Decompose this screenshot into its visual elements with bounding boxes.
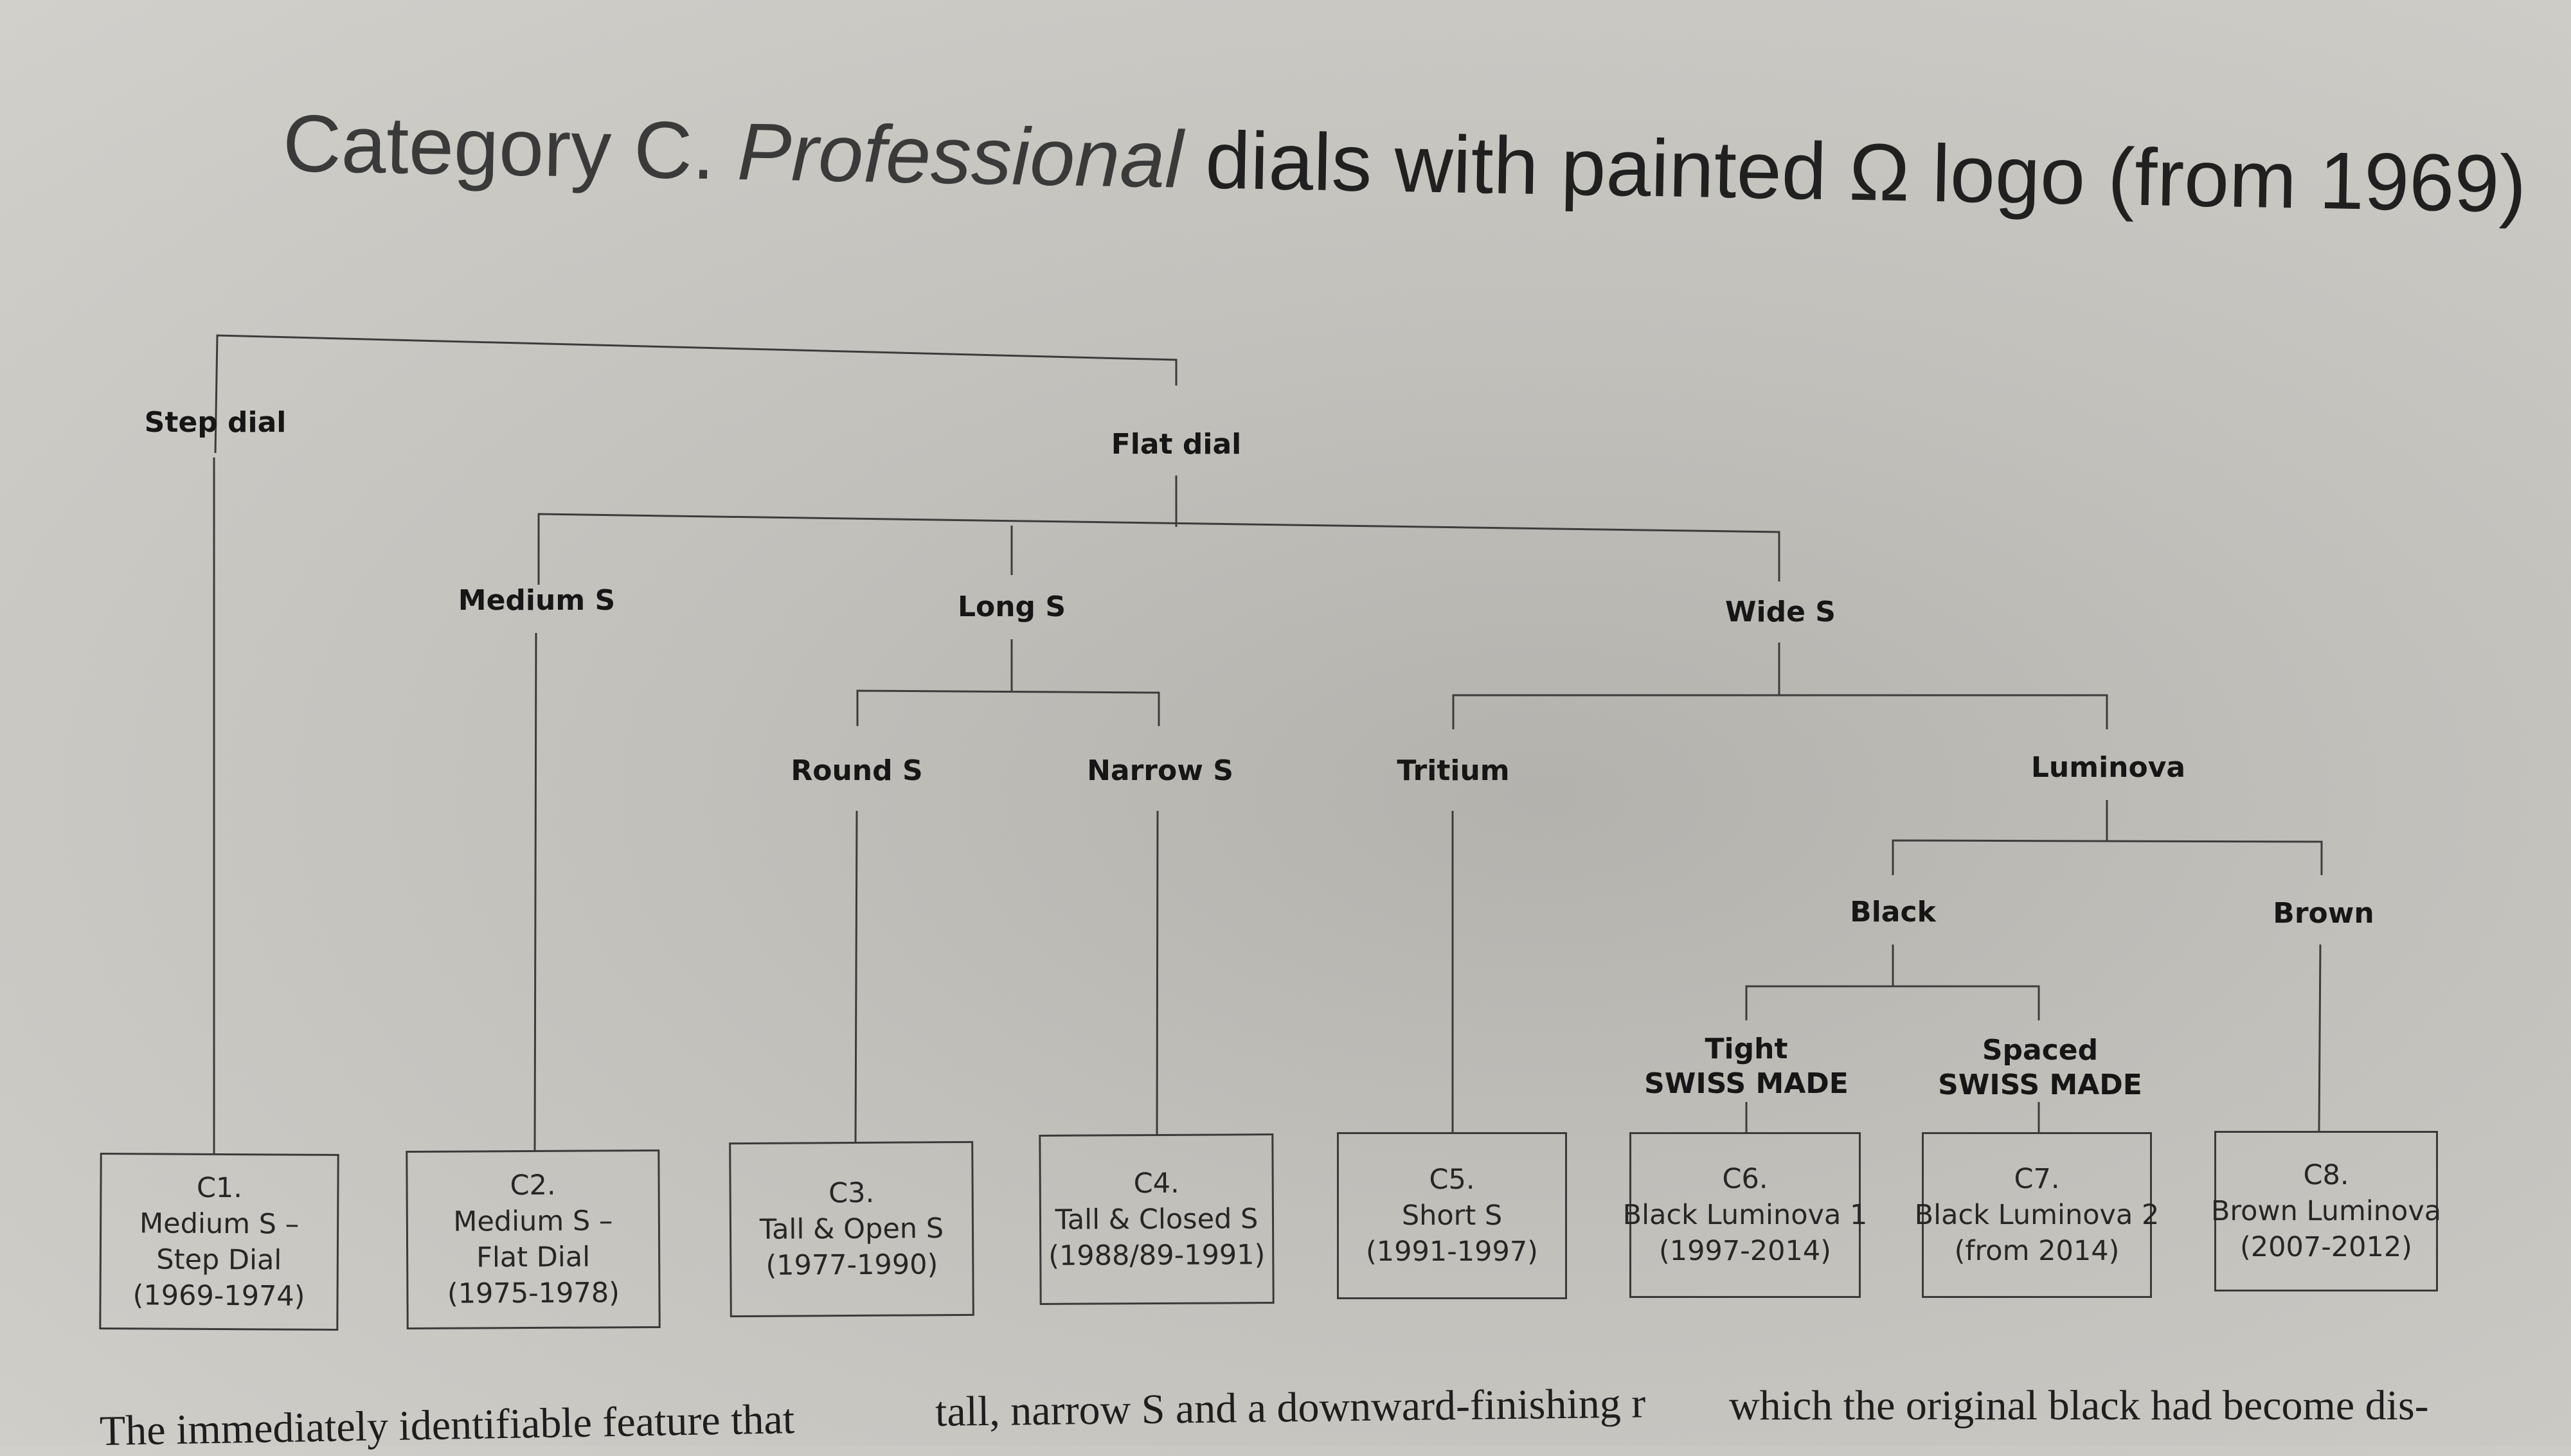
leaf-line: (2007-2012) bbox=[2240, 1231, 2412, 1263]
connector-root bbox=[214, 334, 1178, 454]
node-tight-line1: Tight bbox=[1705, 1033, 1788, 1065]
leaf-line: Medium S – bbox=[453, 1205, 613, 1238]
node-spaced-line1: Spaced bbox=[1982, 1034, 2099, 1067]
connector-black-bar bbox=[1745, 985, 2040, 1020]
leaf-code: C3. bbox=[828, 1176, 875, 1210]
connector-long-s-bar bbox=[856, 689, 1160, 726]
node-round-s: Round S bbox=[791, 754, 923, 787]
leaf-line: Tall & Open S bbox=[759, 1212, 944, 1246]
node-spaced-line2: SWISS MADE bbox=[1938, 1069, 2142, 1101]
connector-flat-dial-bar bbox=[537, 513, 1780, 585]
connector-round-s-to-c3 bbox=[854, 810, 858, 1143]
leaf-line: (from 2014) bbox=[1954, 1235, 2120, 1267]
leaf-box-c3: C3. Tall & Open S (1977-1990) bbox=[729, 1141, 974, 1318]
node-flat-dial: Flat dial bbox=[1111, 428, 1242, 461]
leaf-line: Black Luminova 2 bbox=[1914, 1199, 2160, 1231]
leaf-code: C2. bbox=[510, 1169, 556, 1202]
node-step-dial: Step dial bbox=[144, 406, 287, 439]
leaf-code: C4. bbox=[1133, 1167, 1179, 1200]
leaf-line: Medium S – bbox=[139, 1207, 300, 1241]
leaf-code: C7. bbox=[2014, 1163, 2060, 1195]
leaf-code: C6. bbox=[1722, 1163, 1768, 1195]
leaf-box-c7: C7. Black Luminova 2 (from 2014) bbox=[1915, 1132, 2159, 1298]
leaf-box-c4: C4. Tall & Closed S (1988/89-1991) bbox=[1039, 1133, 1275, 1305]
node-tight-line2: SWISS MADE bbox=[1644, 1067, 1849, 1100]
leaf-line: Short S bbox=[1401, 1200, 1503, 1232]
leaf-box-c1: C1. Medium S – Step Dial (1969-1974) bbox=[99, 1153, 339, 1331]
node-wide-s: Wide S bbox=[1725, 596, 1836, 628]
body-text-column-3: which the original black had become dis- bbox=[1729, 1382, 2429, 1429]
connector-narrow-s-to-c4 bbox=[1156, 810, 1159, 1137]
leaf-box-c2: C2. Medium S – Flat Dial (1975-1978) bbox=[406, 1149, 661, 1330]
leaf-line: (1988/89-1991) bbox=[1048, 1238, 1266, 1272]
leaf-box-c6: C6. Black Luminova 1 (1997-2014) bbox=[1623, 1132, 1867, 1298]
connector-luminova-bar bbox=[1892, 839, 2323, 875]
node-tight-swiss-made: Tight SWISS MADE bbox=[1644, 1032, 1849, 1101]
leaf-line: Flat Dial bbox=[476, 1241, 591, 1274]
node-spaced-swiss-made: Spaced SWISS MADE bbox=[1938, 1033, 2142, 1103]
node-brown: Brown bbox=[2273, 897, 2374, 930]
node-luminova: Luminova bbox=[2030, 751, 2186, 784]
leaf-line: (1977-1990) bbox=[766, 1248, 938, 1282]
node-medium-s: Medium S bbox=[458, 584, 616, 617]
leaf-line: (1969-1974) bbox=[132, 1279, 305, 1313]
body-text-column-2: tall, narrow S and a downward-finishing … bbox=[935, 1380, 1646, 1435]
leaf-box-c5: C5. Short S (1991-1997) bbox=[1337, 1132, 1567, 1299]
leaf-code: C8. bbox=[2303, 1159, 2349, 1191]
node-tritium: Tritium bbox=[1397, 754, 1510, 787]
node-narrow-s: Narrow S bbox=[1087, 754, 1233, 787]
connector-wide-s-bar bbox=[1452, 694, 2108, 729]
leaf-box-c8: C8. Brown Luminova (2007-2012) bbox=[2210, 1131, 2442, 1292]
leaf-code: C5. bbox=[1429, 1164, 1475, 1196]
leaf-line: (1975-1978) bbox=[447, 1277, 620, 1310]
leaf-line: Tall & Closed S bbox=[1055, 1202, 1259, 1236]
connector-medium-s-to-c2 bbox=[533, 632, 537, 1151]
leaf-line: (1997-2014) bbox=[1659, 1235, 1831, 1267]
leaf-line: Brown Luminova bbox=[2210, 1195, 2442, 1227]
leaf-code: C1. bbox=[196, 1171, 243, 1204]
leaf-line: Black Luminova 1 bbox=[1622, 1199, 1868, 1231]
leaf-line: Step Dial bbox=[156, 1243, 282, 1277]
node-black: Black bbox=[1850, 896, 1936, 928]
node-long-s: Long S bbox=[957, 590, 1066, 623]
connector-brown-to-c8 bbox=[2318, 944, 2322, 1132]
leaf-line: (1991-1997) bbox=[1366, 1236, 1538, 1268]
